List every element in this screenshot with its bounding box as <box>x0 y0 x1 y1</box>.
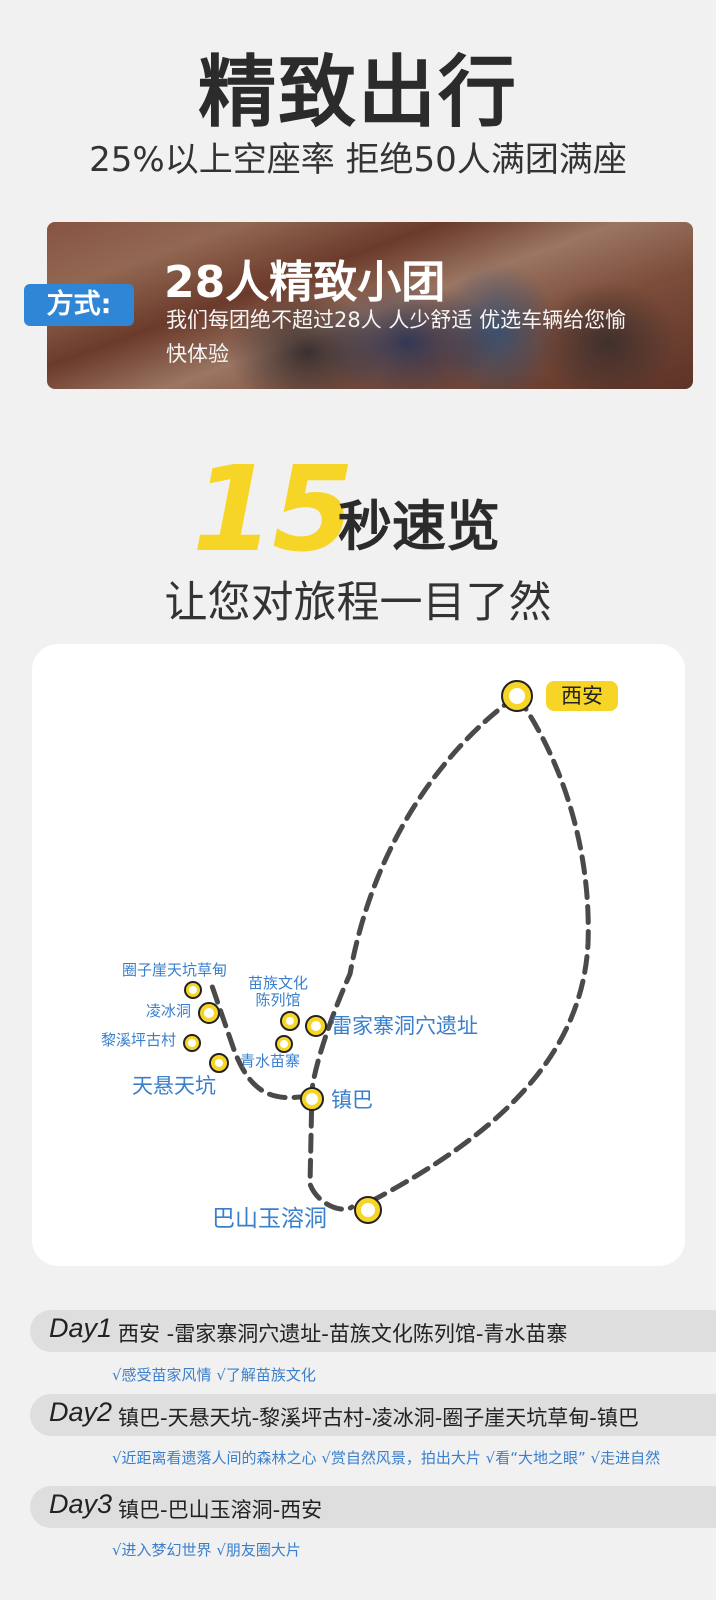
map-label-bashan: 巴山玉溶洞 <box>212 1206 327 1232</box>
node-xian <box>501 680 533 712</box>
page-subtitle: 25%以上空座率 拒绝50人满团满座 <box>89 140 627 180</box>
node-miaozu <box>280 1011 300 1031</box>
map-label-leijiazhai: 雷家寨洞穴遗址 <box>331 1014 478 1038</box>
node-quanziya <box>184 981 202 999</box>
node-bashan <box>354 1196 382 1224</box>
map-label-lingbing: 凌冰洞 <box>146 1002 192 1020</box>
node-qingshui <box>275 1035 293 1053</box>
overview-subtitle: 让您对旅程一目了然 <box>164 578 552 628</box>
day3-bar <box>30 1486 716 1528</box>
banner-description: 我们每团绝不超过28人 人少舒适 优选车辆给您愉快体验 <box>166 308 627 366</box>
route-zhenba-loop-path <box>209 983 313 1101</box>
route-outbound-path <box>307 693 520 1212</box>
day3-label: Day3 <box>49 1489 113 1519</box>
method-badge: 方式: <box>24 284 134 326</box>
map-label-lixiping: 黎溪坪古村 <box>101 1031 177 1049</box>
day3-route: 镇巴-巴山玉溶洞-西安 <box>118 1498 323 1522</box>
route-map <box>183 680 591 1224</box>
route-map-card <box>32 644 685 1266</box>
day1-bar <box>30 1310 716 1352</box>
banner-title: 28人精致小团 <box>164 257 446 308</box>
map-label-miaozu: 苗族文化陈列馆 <box>247 974 308 1009</box>
node-lingbing <box>198 1002 220 1024</box>
map-label-zhenba: 镇巴 <box>331 1088 373 1112</box>
node-zhenba <box>300 1087 324 1111</box>
day1-label: Day1 <box>49 1313 113 1343</box>
overview-suffix: 秒速览 <box>338 495 500 558</box>
map-label-tianxuan: 天悬天坑 <box>132 1074 216 1098</box>
node-leijiazhai <box>305 1015 327 1037</box>
day2-label: Day2 <box>49 1397 113 1427</box>
map-label-quanziya: 圈子崖天坑草甸 <box>122 961 228 979</box>
city-label-xian: 西安 <box>546 681 618 711</box>
route-return-path <box>359 693 591 1209</box>
day2-tips: √近距离看遗落人间的森林之心 √赏自然风景，拍出大片 √看“大地之眼” √走进自… <box>112 1449 661 1467</box>
day2-bar <box>30 1394 716 1436</box>
node-lixiping <box>183 1034 201 1052</box>
page-title: 精致出行 <box>197 48 518 138</box>
day1-tips: √感受苗家风情 √了解苗族文化 <box>112 1366 316 1384</box>
banner-photo <box>47 222 693 389</box>
node-tianxuan <box>209 1053 229 1073</box>
day3-tips: √进入梦幻世界 √朋友圈大片 <box>112 1541 301 1559</box>
day2-route: 镇巴-天悬天坑-黎溪坪古村-凌冰洞-圈子崖天坑草甸-镇巴 <box>118 1406 639 1430</box>
map-label-qingshui: 青水苗寨 <box>240 1052 301 1070</box>
day1-route: 西安 -雷家寨洞穴遗址-苗族文化陈列馆-青水苗寨 <box>118 1322 568 1346</box>
overview-number: 15 <box>192 440 354 578</box>
